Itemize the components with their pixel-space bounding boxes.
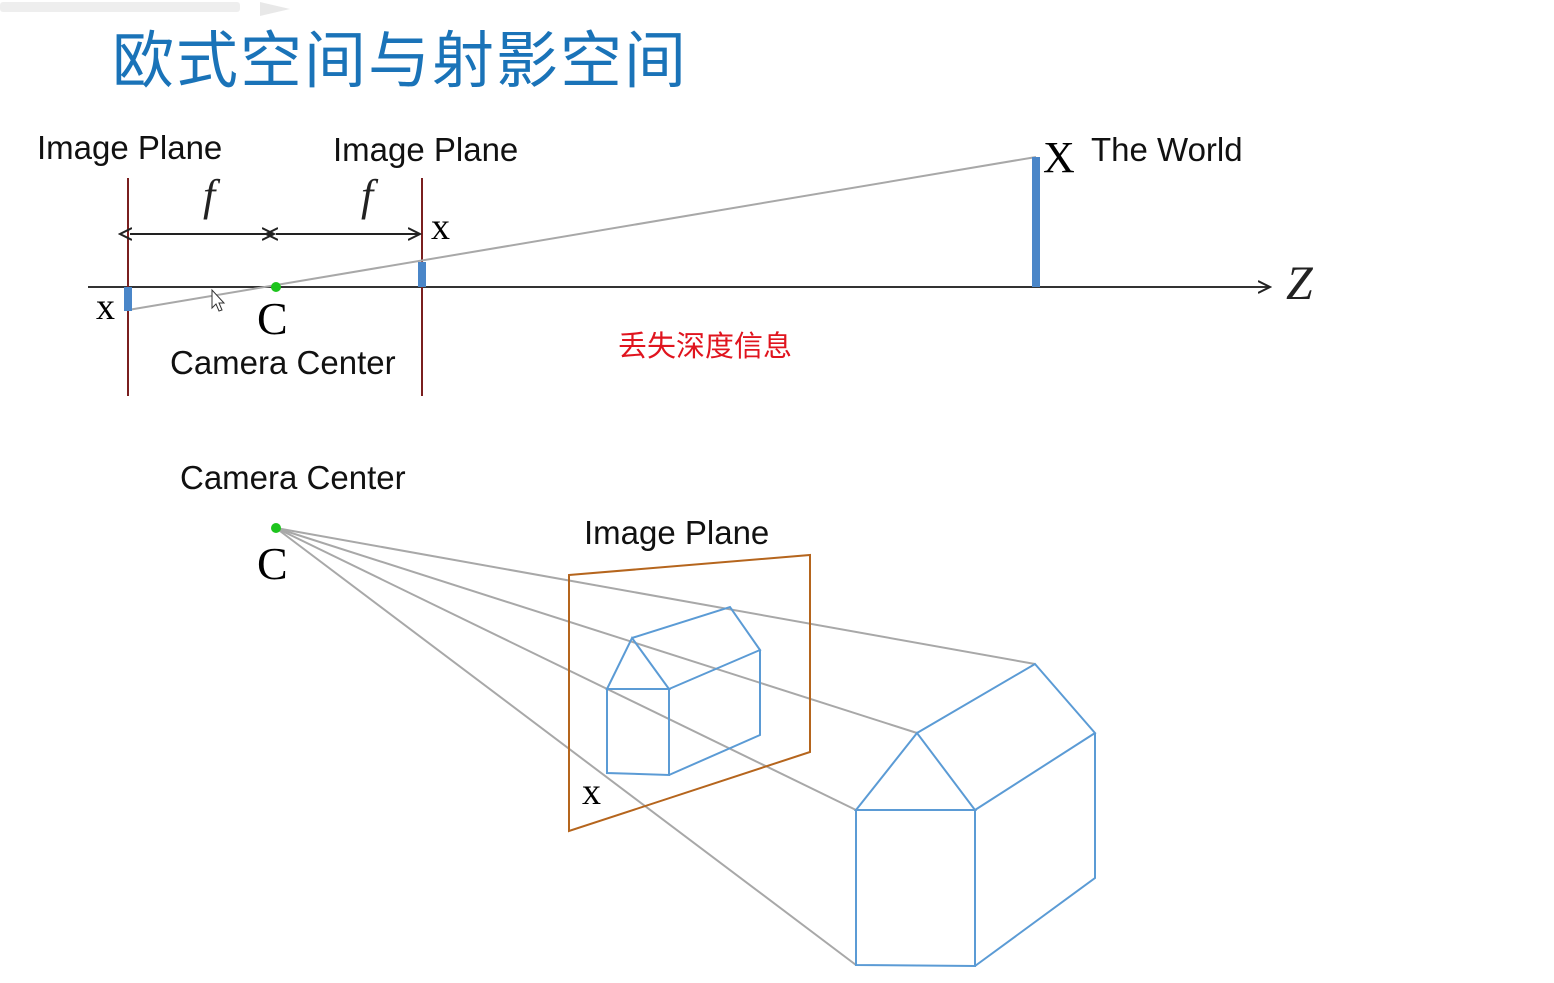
camera-center-dot — [271, 282, 281, 292]
axis-label-z: Z — [1286, 257, 1313, 310]
focal-length-right: f — [361, 171, 374, 220]
bottom-image-plane-label: Image Plane — [584, 514, 770, 551]
image-point-left-label: x — [96, 286, 115, 328]
image-plane-label-right: Image Plane — [333, 131, 519, 168]
image-plane-label-left: Image Plane — [37, 129, 223, 166]
image-point-right-bar — [418, 262, 426, 287]
cursor-icon — [211, 288, 226, 312]
page-title: 欧式空间与射影空间 — [112, 24, 689, 97]
image-plane-frame — [568, 553, 811, 833]
world-house — [853, 662, 1097, 968]
world-point-label: X — [1043, 133, 1075, 182]
camera-center-label: Camera Center — [170, 344, 396, 381]
image-point-right-label: x — [431, 206, 450, 248]
world-point-bar — [1032, 157, 1040, 287]
world-label: The World — [1091, 131, 1243, 168]
image-point-left-bar — [124, 287, 132, 311]
bottom-camera-dot — [271, 523, 281, 533]
projected-house — [605, 605, 762, 777]
depth-loss-note: 丢失深度信息 — [618, 329, 793, 363]
camera-rays — [275, 527, 1036, 966]
watermark-icon — [0, 2, 290, 16]
bottom-camera-symbol: C — [257, 538, 288, 589]
bottom-image-point-label: x — [582, 771, 601, 813]
camera-symbol: C — [257, 293, 288, 344]
focal-length-left: f — [203, 171, 216, 220]
bottom-camera-center-label: Camera Center — [180, 459, 406, 496]
